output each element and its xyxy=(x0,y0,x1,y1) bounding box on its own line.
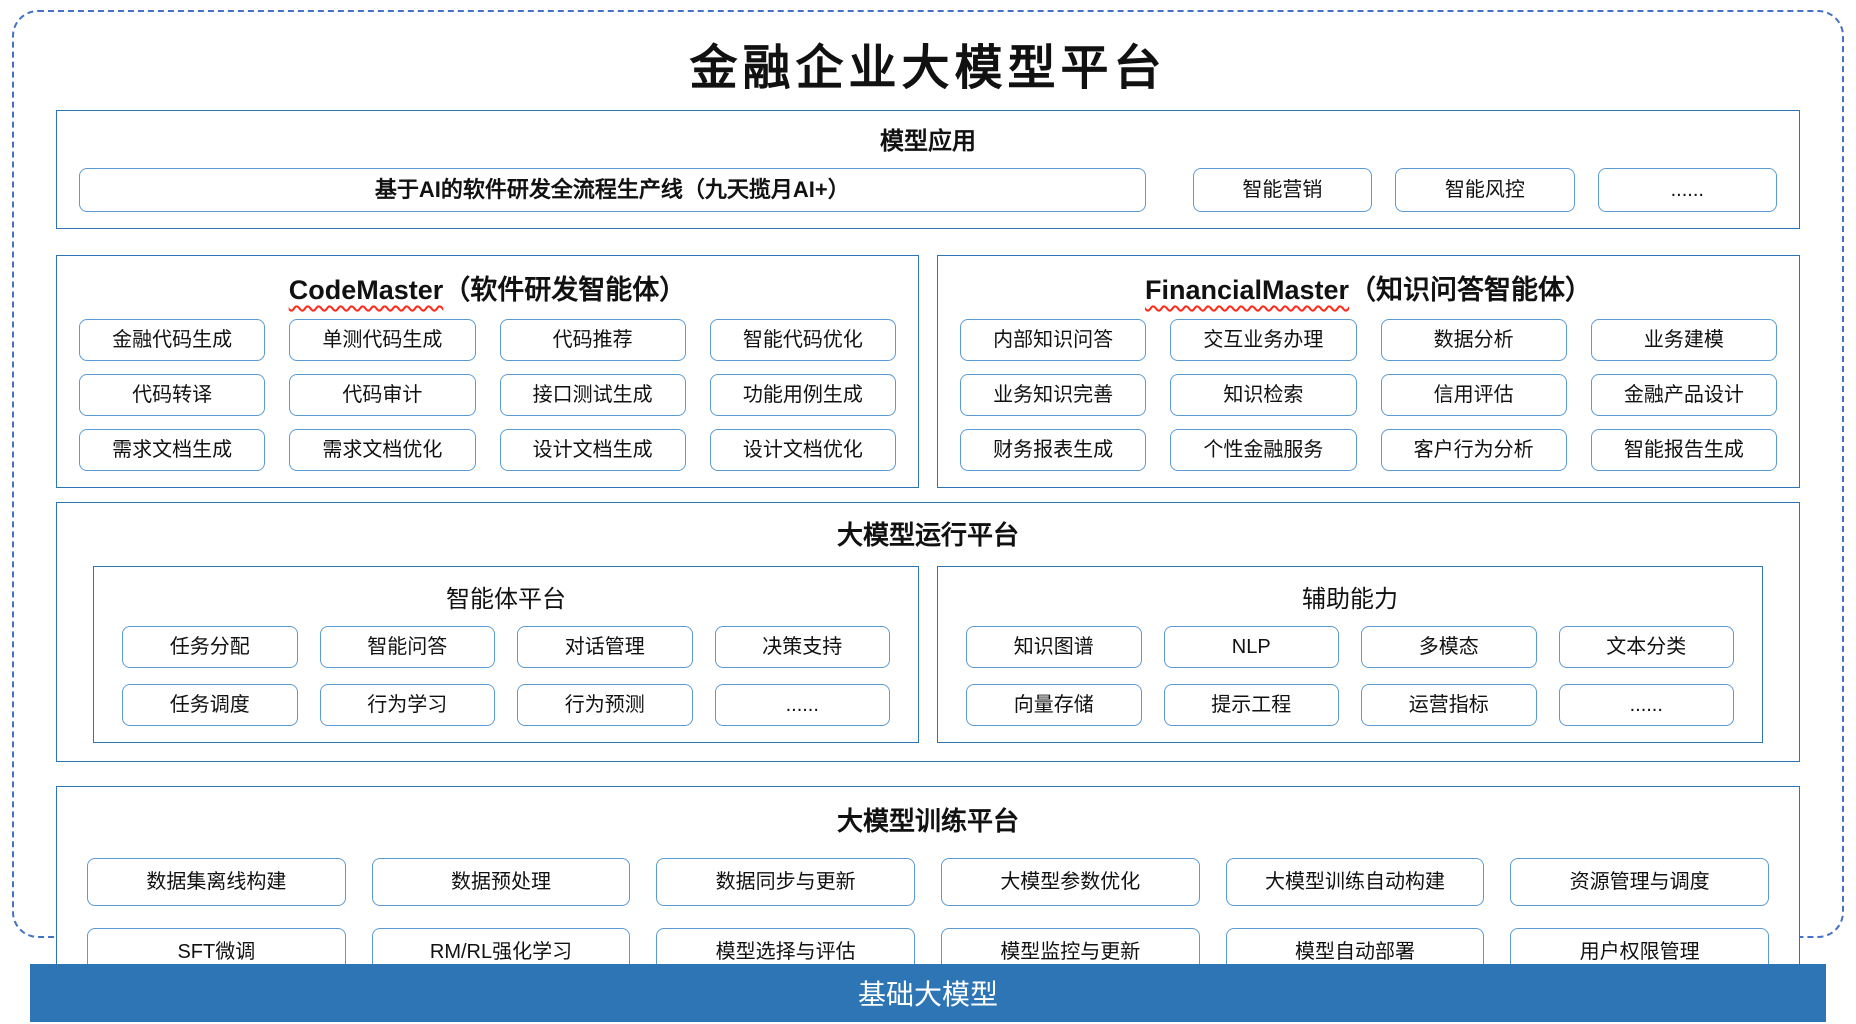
platform-dashed-border: 金融企业大模型平台 模型应用 基于AI的软件研发全流程生产线（九天揽月AI+） … xyxy=(12,10,1844,999)
agents-row: CodeMaster（软件研发智能体） 金融代码生成单测代码生成代码推荐智能代码… xyxy=(56,255,1800,488)
codemaster-section: CodeMaster（软件研发智能体） 金融代码生成单测代码生成代码推荐智能代码… xyxy=(56,255,919,488)
item-box: 智能报告生成 xyxy=(1590,429,1777,471)
item-box: 资源管理与调度 xyxy=(1510,858,1769,906)
item-box: 智能代码优化 xyxy=(709,319,896,361)
item-box: 代码转译 xyxy=(79,374,266,416)
item-box: 设计文档优化 xyxy=(709,429,896,471)
item-box: 交互业务办理 xyxy=(1170,319,1357,361)
financialmaster-section: FinancialMaster（知识问答智能体） 内部知识问答交互业务办理数据分… xyxy=(937,255,1800,488)
item-box: 行为学习 xyxy=(319,684,495,726)
item-box: ...... xyxy=(1558,684,1734,726)
item-box: 客户行为分析 xyxy=(1380,429,1567,471)
item-box: 设计文档生成 xyxy=(499,429,686,471)
item-box: 知识图谱 xyxy=(966,626,1142,668)
item-box: 多模态 xyxy=(1361,626,1537,668)
foundation-model-bar: 基础大模型 xyxy=(30,964,1826,1022)
item-box: 数据分析 xyxy=(1380,319,1567,361)
auxiliary-capability-subsection: 辅助能力 知识图谱 NLP 多模态文本分类向量存储提示工程运营指标...... xyxy=(937,566,1763,743)
auxiliary-capability-header: 辅助能力 xyxy=(1302,586,1398,613)
item-box: 需求文档优化 xyxy=(289,429,476,471)
item-box: 业务建模 xyxy=(1590,319,1777,361)
item-box: 智能营销 xyxy=(1192,168,1373,212)
item-box: 财务报表生成 xyxy=(960,429,1147,471)
item-box: 行为预测 xyxy=(517,684,693,726)
codemaster-suffix: （软件研发智能体） xyxy=(443,275,687,305)
item-box: 对话管理 xyxy=(517,626,693,668)
training-header: 大模型训练平台 xyxy=(836,806,1019,836)
item-box: 单测代码生成 xyxy=(289,319,476,361)
item-box: 数据集离线构建 xyxy=(87,858,346,906)
item-box: ...... xyxy=(1597,168,1777,212)
item-box: 任务分配 xyxy=(122,626,298,668)
applications-row: 基于AI的软件研发全流程生产线（九天揽月AI+） 智能营销智能风控...... xyxy=(79,168,1777,212)
model-applications-section: 模型应用 基于AI的软件研发全流程生产线（九天揽月AI+） 智能营销智能风控..… xyxy=(56,110,1800,229)
item-box: 数据预处理 xyxy=(371,858,631,906)
item-box: 金融代码生成 xyxy=(79,319,266,361)
item-box: 个性金融服务 xyxy=(1170,429,1357,471)
item-box: 金融产品设计 xyxy=(1590,374,1777,416)
item-box: NLP xyxy=(1163,626,1339,668)
item-box: 功能用例生成 xyxy=(709,374,896,416)
item-box: ...... xyxy=(714,684,890,726)
item-box: 决策支持 xyxy=(714,626,890,668)
item-box: 业务知识完善 xyxy=(960,374,1147,416)
item-box: 内部知识问答 xyxy=(960,319,1147,361)
runtime-row: 智能体平台 任务分配智能问答对话管理决策支持任务调度行为学习行为预测......… xyxy=(93,566,1763,743)
runtime-header: 大模型运行平台 xyxy=(836,520,1019,550)
item-box: 大模型训练自动构建 xyxy=(1225,858,1485,906)
item-box: 信用评估 xyxy=(1380,374,1567,416)
item-box: 文本分类 xyxy=(1558,626,1734,668)
item-box: 接口测试生成 xyxy=(499,374,686,416)
foundation-label: 基础大模型 xyxy=(857,979,998,1010)
item-box: 向量存储 xyxy=(966,684,1142,726)
applications-header: 模型应用 xyxy=(880,128,976,155)
pipeline-box: 基于AI的软件研发全流程生产线（九天揽月AI+） xyxy=(79,168,1146,212)
codemaster-items-grid: 金融代码生成单测代码生成代码推荐智能代码优化代码转译代码审计接口测试生成功能用例… xyxy=(79,319,896,471)
training-platform-section: 大模型训练平台 数据集离线构建数据预处理数据同步与更新大模型参数优化大模型训练自… xyxy=(56,786,1800,999)
item-box: 智能问答 xyxy=(319,626,495,668)
item-box: 大模型参数优化 xyxy=(940,858,1200,906)
agent-platform-items-grid: 任务分配智能问答对话管理决策支持任务调度行为学习行为预测...... xyxy=(122,626,890,726)
financialmaster-items-grid: 内部知识问答交互业务办理数据分析业务建模业务知识完善知识检索信用评估金融产品设计… xyxy=(960,319,1777,471)
item-box: 需求文档生成 xyxy=(79,429,266,471)
runtime-platform-section: 大模型运行平台 智能体平台 任务分配智能问答对话管理决策支持任务调度行为学习行为… xyxy=(56,502,1800,762)
item-box: 代码审计 xyxy=(289,374,476,416)
item-box: 任务调度 xyxy=(122,684,298,726)
financialmaster-header: FinancialMaster（知识问答智能体） xyxy=(960,268,1777,307)
item-box: 代码推荐 xyxy=(499,319,686,361)
training-items-grid: 数据集离线构建数据预处理数据同步与更新大模型参数优化大模型训练自动构建资源管理与… xyxy=(87,858,1769,976)
agent-platform-subsection: 智能体平台 任务分配智能问答对话管理决策支持任务调度行为学习行为预测...... xyxy=(93,566,919,743)
item-box: 知识检索 xyxy=(1170,374,1357,416)
item-box: 智能风控 xyxy=(1395,168,1575,212)
agent-platform-header: 智能体平台 xyxy=(446,586,566,613)
auxiliary-capability-items-grid: 知识图谱 NLP 多模态文本分类向量存储提示工程运营指标...... xyxy=(966,626,1734,726)
codemaster-header: CodeMaster（软件研发智能体） xyxy=(79,268,896,307)
item-box: 提示工程 xyxy=(1163,684,1339,726)
item-box: 数据同步与更新 xyxy=(656,858,915,906)
financialmaster-suffix: （知识问答智能体） xyxy=(1349,275,1593,305)
codemaster-name: CodeMaster xyxy=(288,275,444,305)
page-title: 金融企业大模型平台 xyxy=(689,42,1167,95)
financialmaster-name: FinancialMaster xyxy=(1144,275,1350,305)
item-box: 运营指标 xyxy=(1361,684,1537,726)
